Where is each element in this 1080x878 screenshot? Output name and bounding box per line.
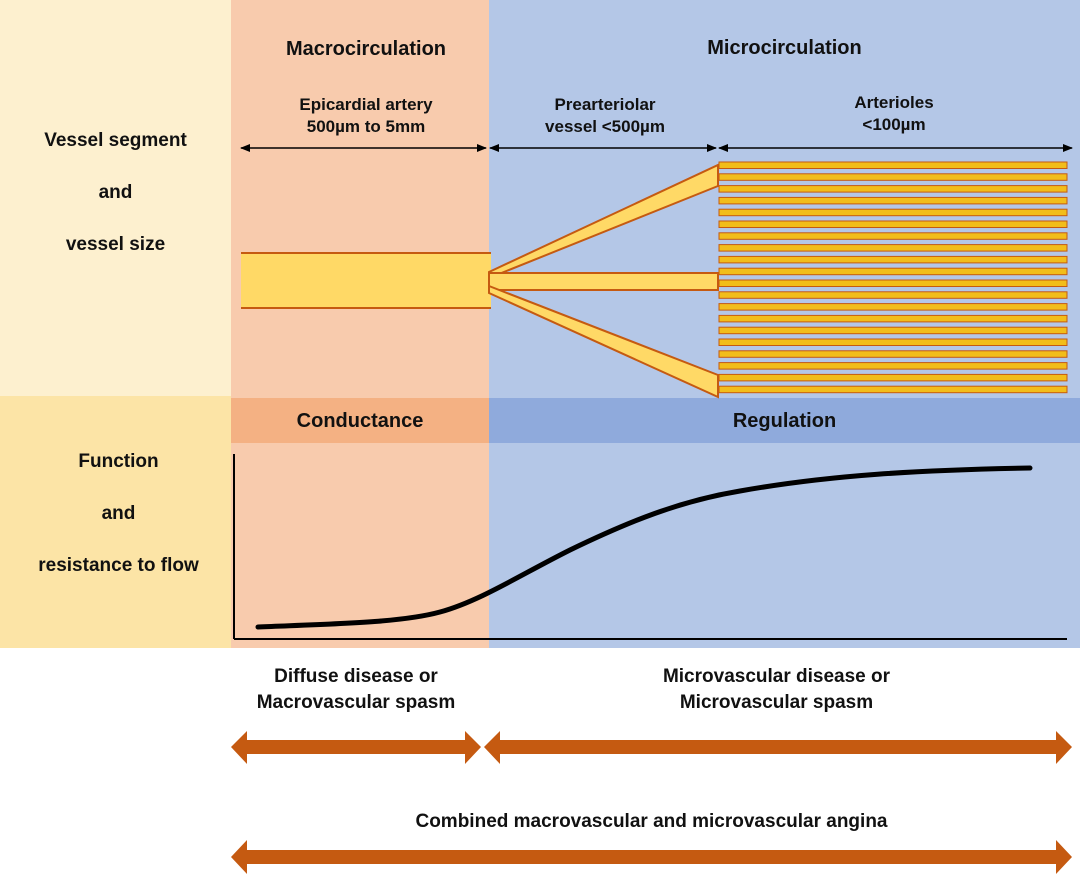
micro-disease-arrow xyxy=(484,731,1072,764)
row-label-top-panel xyxy=(0,0,231,396)
micro-disease-label-line1: Microvascular disease or xyxy=(662,666,891,687)
arteriole-9 xyxy=(718,255,1068,264)
row-label-vessel-segment: Vessel segment xyxy=(44,130,187,151)
arteriole-8 xyxy=(718,244,1068,252)
epicardial-label-line2: 500µm to 5mm xyxy=(306,117,426,136)
row-label-vessel-size: vessel size xyxy=(65,234,166,255)
macrocirculation-header: Macrocirculation xyxy=(285,38,447,60)
microcirculation-header: Microcirculation xyxy=(707,37,862,59)
epicardial-vessel xyxy=(241,253,491,308)
micro-disease-label-line2: Microvascular spasm xyxy=(679,692,874,713)
arteriole-14 xyxy=(718,314,1068,323)
combined-angina-arrow xyxy=(231,840,1072,874)
combined-angina-label: Combined macrovascular and microvascular… xyxy=(415,811,888,832)
prearteriolar-branch-middle xyxy=(488,272,719,291)
arteriole-11 xyxy=(718,279,1068,287)
arteriole-15 xyxy=(718,326,1068,335)
regulation-label: Regulation xyxy=(732,410,837,432)
regulation-band xyxy=(489,398,1080,443)
arteriole-3 xyxy=(718,185,1068,193)
arteriole-4 xyxy=(718,196,1068,205)
macro-disease-label-line1: Diffuse disease or xyxy=(274,666,438,687)
arteriole-18 xyxy=(718,362,1068,370)
arteriole-13 xyxy=(718,303,1068,311)
arteriole-1 xyxy=(718,161,1068,169)
arteriole-20 xyxy=(718,385,1068,394)
epicardial-label-line1: Epicardial artery xyxy=(299,95,433,114)
conductance-label: Conductance xyxy=(296,410,424,432)
arteriole-7 xyxy=(718,232,1068,240)
prearteriolar-branch-upper xyxy=(488,163,719,280)
arteriole-17 xyxy=(718,350,1068,358)
arterioles-group xyxy=(718,161,1068,394)
arterioles-label-line1: Arterioles xyxy=(854,93,934,112)
conductance-band xyxy=(231,398,489,443)
arteriole-6 xyxy=(718,220,1068,228)
row-label-function: Function xyxy=(78,451,159,472)
row-label-bottom-panel xyxy=(0,396,231,648)
arteriole-2 xyxy=(718,173,1068,181)
prearteriolar-label-line1: Prearteriolar xyxy=(554,95,656,114)
prearteriolar-branch-lower xyxy=(488,284,719,399)
macro-disease-arrow xyxy=(231,731,481,764)
arteriole-19 xyxy=(718,373,1068,382)
row-label-resistance: resistance to flow xyxy=(38,555,199,576)
row-label-and-top: and xyxy=(98,182,133,203)
macrocirculation-panel xyxy=(231,0,489,648)
arteriole-16 xyxy=(718,338,1068,346)
arteriole-10 xyxy=(718,267,1068,276)
arteriole-5 xyxy=(718,208,1068,217)
arteriole-12 xyxy=(718,291,1068,299)
prearteriolar-label-line2: vessel <500µm xyxy=(545,117,665,136)
arterioles-label-line2: <100µm xyxy=(862,115,926,134)
row-label-and-bottom: and xyxy=(101,503,136,524)
macro-disease-label-line2: Macrovascular spasm xyxy=(256,692,456,713)
resistance-curve xyxy=(255,465,1033,630)
